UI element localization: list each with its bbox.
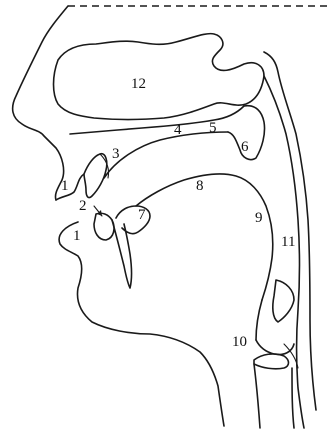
pharynx-front-wall [256,300,262,340]
label-9: 9 [255,210,263,226]
label-10: 10 [232,334,247,350]
label-8: 8 [196,178,204,194]
esophagus [292,368,294,428]
tongue-dorsum [136,174,273,300]
label-1-lower: 1 [73,228,81,244]
lower-teeth [94,213,114,240]
face-profile-upper [13,6,68,200]
label-12: 12 [131,76,146,92]
label-2: 2 [79,198,87,214]
palate-underside [104,132,228,178]
face-profile-lower [59,222,224,426]
mandible [112,220,132,288]
upper-teeth [84,154,107,198]
label-5: 5 [209,120,217,136]
pharynx-back-wall [264,76,304,428]
epiglottis [273,280,294,322]
label-1-upper: 1 [61,178,69,194]
label-3: 3 [112,146,120,162]
label-7: 7 [138,207,146,223]
nasal-cavity [54,34,265,120]
label-6: 6 [241,139,249,155]
label-11: 11 [281,234,295,250]
trachea [254,364,260,428]
label-4: 4 [174,122,182,138]
larynx [256,340,294,355]
hard-palate-upper [70,106,244,134]
vocal-folds [254,354,289,369]
